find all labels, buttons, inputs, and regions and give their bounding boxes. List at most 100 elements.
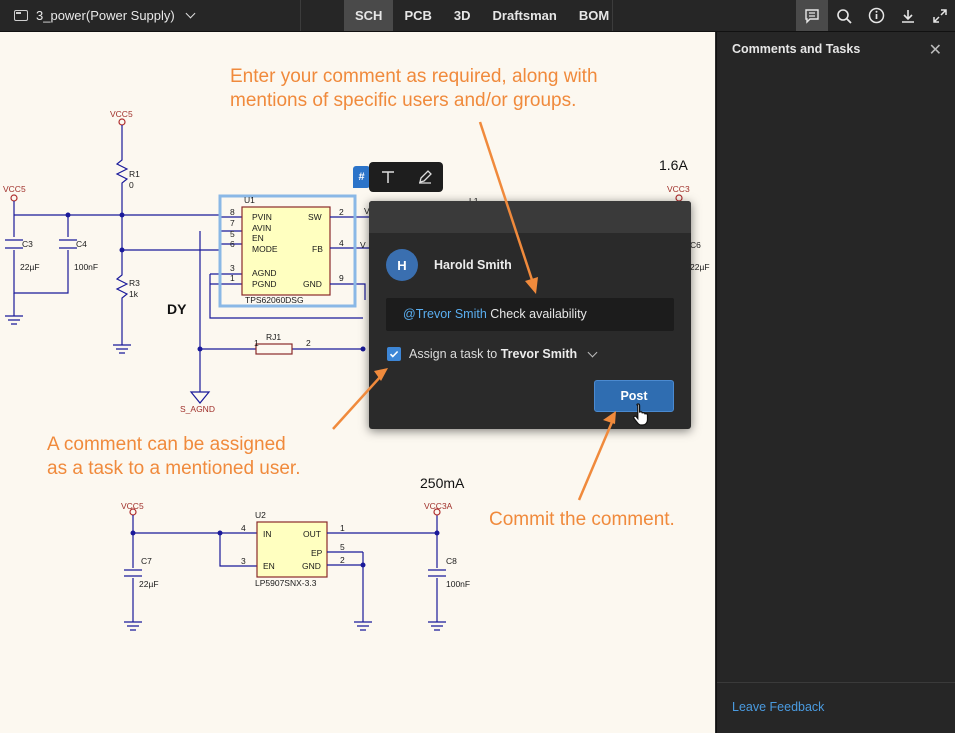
document-icon [14,10,28,21]
comment-icon[interactable] [796,0,828,31]
pin-number: 2 [340,555,345,565]
assign-task-checkbox[interactable] [387,347,401,361]
net-label: VCC5 [110,109,133,119]
net-fragment: V [360,240,366,250]
c3-ref: C3 [22,239,33,249]
u2-ref: U2 [255,510,266,520]
top-bar: 3_power(Power Supply) SCH PCB 3D Draftsm… [0,0,955,32]
r1-value: 0 [129,180,134,190]
current-label: 1.6A [659,157,688,173]
net-label: S_AGND [180,404,215,414]
info-icon[interactable] [860,0,892,31]
c3-value: 22µF [20,262,40,272]
u2-pin-label: GND [302,561,321,571]
comment-input[interactable]: @Trevor Smith Check availability [386,298,674,331]
c8-ref: C8 [446,556,457,566]
pin-number: 5 [230,229,235,239]
post-button[interactable]: Post [594,380,674,412]
pin-number: 1 [254,338,259,348]
c7-value: 22µF [139,579,159,589]
u2-part: LP5907SNX-3.3 [255,578,317,588]
dialog-header [369,201,691,233]
document-selector[interactable]: 3_power(Power Supply) [14,0,196,31]
panel-footer: Leave Feedback [717,682,955,733]
u1-pin-label: FB [312,244,323,254]
comment-pin[interactable]: # [353,166,370,188]
net-fragment: V [364,206,370,216]
u1-pin-label: MODE [252,244,278,254]
c6-ref: C6 [690,240,701,250]
r3-value: 1k [129,289,139,299]
assign-user: Trevor Smith [500,347,578,361]
pin-number: 5 [340,542,345,552]
mention-tag: @Trevor Smith [403,307,487,321]
u1-pin-label: AVIN [252,223,271,233]
pin-number: 4 [339,238,344,248]
document-title: 3_power(Power Supply) [36,8,175,23]
u2-pin-label: EP [311,548,323,558]
u1-part: TPS62060DSG [245,295,304,305]
u1-pin-label: PVIN [252,212,272,222]
comment-dialog: H Harold Smith @Trevor Smith Check avail… [369,201,691,429]
current-label: 250mA [420,475,465,491]
c4-value: 100nF [74,262,98,272]
net-label: VCC3A [424,501,453,511]
text-tool-icon[interactable] [369,162,406,192]
u1-pin-label: GND [303,279,322,289]
tab-pcb[interactable]: PCB [404,8,432,23]
pin-number: 9 [339,273,344,283]
u1-pin-label: AGND [252,268,277,278]
hand-cursor-icon [632,402,650,431]
pencil-icon[interactable] [406,162,443,192]
pin-number: 1 [340,523,345,533]
annotation-assign-task: A comment can be assigned as a task to a… [47,434,301,479]
chevron-down-icon[interactable] [587,347,598,357]
comment-mini-toolbar [369,162,443,192]
divider [612,0,613,31]
tab-sch[interactable]: SCH [344,0,394,31]
tab-draftsman[interactable]: Draftsman [492,8,557,23]
avatar: H [386,249,418,281]
pin-number: 3 [230,263,235,273]
c8-value: 100nF [446,579,470,589]
pin-number: 6 [230,239,235,249]
assign-task-label: Assign a task to Trevor Smith [409,347,577,361]
schematic-drawing: VCC5 VCC5 VCC5 VCC3 VCC3A S_AGND C3 22µF… [3,109,710,631]
view-tabs: SCH PCB 3D Draftsman BOM [344,0,620,31]
u1-pin-label: PGND [252,279,277,289]
u1-ref: U1 [244,195,255,205]
assign-task-row[interactable]: Assign a task to Trevor Smith [387,347,598,361]
r1-ref: R1 [129,169,140,179]
annotation-enter-comment: Enter your comment as required, along wi… [230,66,598,111]
tab-bom[interactable]: BOM [578,8,610,23]
panel-title: Comments and Tasks [732,42,861,56]
r3-ref: R3 [129,278,140,288]
search-icon[interactable] [828,0,860,31]
u1-pin-label: SW [308,212,322,222]
pin-number: 2 [306,338,311,348]
author-name: Harold Smith [434,258,512,272]
rj1-ref: RJ1 [266,332,281,342]
dy-label: DY [167,301,187,317]
net-label: VCC5 [3,184,26,194]
leave-feedback-link[interactable]: Leave Feedback [732,700,825,714]
annotation-commit: Commit the comment. [489,509,675,530]
expand-icon[interactable] [924,0,955,31]
pin-number: 1 [230,273,235,283]
u2-pin-label: IN [263,529,272,539]
tab-3d[interactable]: 3D [453,8,471,23]
pin-number: 7 [230,218,235,228]
divider [300,0,301,31]
chevron-down-icon [185,8,196,19]
toolbar-icons [796,0,955,31]
u1-pin-label: EN [252,233,264,243]
close-icon[interactable]: ✕ [928,42,942,59]
comment-text: Check availability [486,307,587,321]
pin-number: 2 [339,207,344,217]
u2-pin-label: OUT [303,529,321,539]
download-icon[interactable] [892,0,924,31]
comments-panel: Comments and Tasks ✕ Leave Feedback [716,32,955,733]
c4-ref: C4 [76,239,87,249]
c6-value: 22µF [690,262,710,272]
pin-number: 3 [241,556,246,566]
